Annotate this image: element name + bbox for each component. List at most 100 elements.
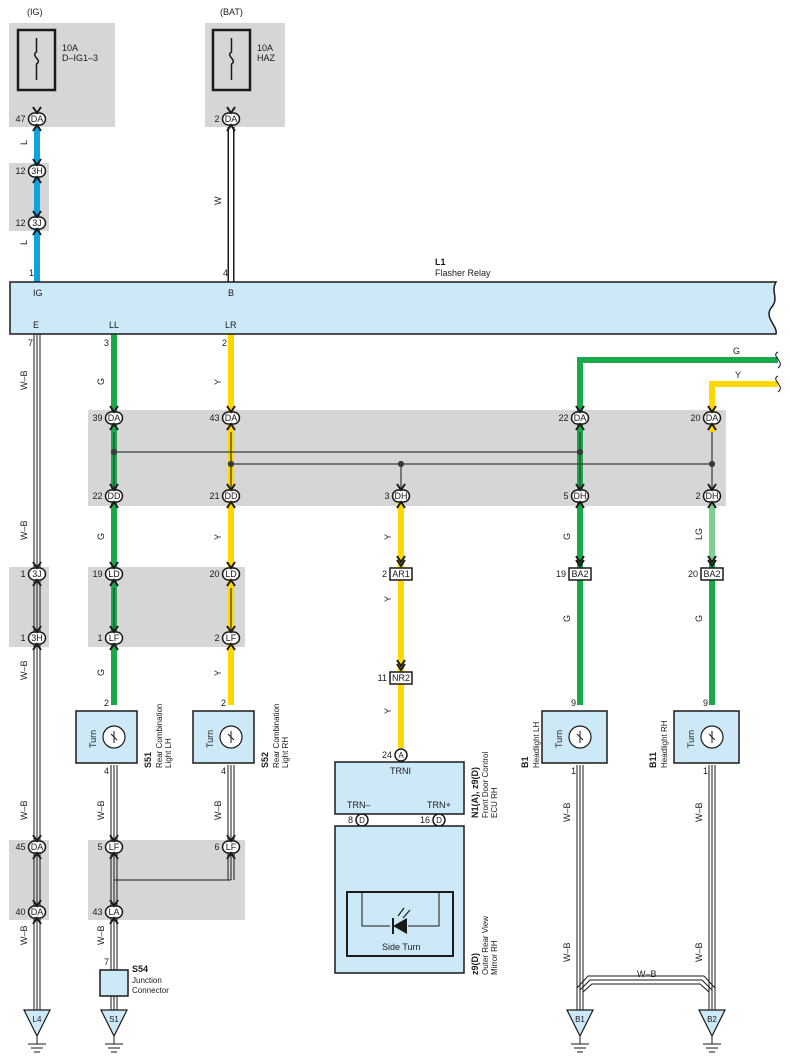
connector-pin: 2 <box>695 491 700 501</box>
connector-code: D <box>359 816 365 825</box>
connector-badge: LA 43 <box>92 899 124 925</box>
connector-code: A <box>398 751 404 760</box>
fuse-source-label: (BAT) <box>220 7 243 17</box>
connector-code: LF <box>109 842 120 852</box>
lamp-pin: 9 <box>571 698 576 708</box>
connector-code: LD <box>225 569 237 579</box>
connector-code: 3H <box>31 633 43 643</box>
wire-color-label: L <box>19 240 29 245</box>
junction-connector: 7 S54 Junction Connector <box>99 957 169 997</box>
connector-badge: D16 <box>420 813 446 827</box>
connector-badge: A24 <box>382 748 408 762</box>
wire-color-label: W–B <box>96 800 106 820</box>
connector-pin: 6 <box>214 842 219 852</box>
connector-pin: 43 <box>92 907 102 917</box>
connector-code: DA <box>108 413 121 423</box>
wire-color-label: G <box>96 669 106 676</box>
lamp-pin: 4 <box>221 766 226 776</box>
connector-pin: 19 <box>556 569 566 579</box>
connector-pin: 20 <box>209 569 219 579</box>
connector-pin: 16 <box>420 815 430 825</box>
ecu-name: Front Door Control <box>481 752 490 818</box>
fuse-rating-label: 10A <box>62 43 78 53</box>
connector-code: LF <box>109 633 120 643</box>
connector-code: DA <box>225 413 238 423</box>
wire-color-label: Y <box>213 534 223 540</box>
lamp-name: Light RH <box>281 737 290 768</box>
flasher-relay: L1 Flasher Relay 1 4 IG B E LL LR 7 3 2 <box>9 257 778 348</box>
ground-label: B1 <box>575 1015 585 1024</box>
ecu-pin-in: TRNI <box>390 766 411 776</box>
connector-badge: LD 20 <box>209 561 241 587</box>
connector-code: DA <box>706 413 719 423</box>
front-door-ecu: TRNI TRN– TRN+ N1(A), z9(D) Front Door C… <box>334 752 499 818</box>
lamp-code: B1 <box>520 756 530 768</box>
lamp-b11: Turn B11 Headlight RH 9 1 <box>648 698 740 776</box>
lamp-pin: 2 <box>221 698 226 708</box>
relay-pin-name: B <box>228 288 234 298</box>
wire-color-label: W–B <box>694 942 704 962</box>
wire-color-label: Y <box>383 596 393 602</box>
wire-color-label: G <box>96 533 106 540</box>
lamp-s51: Turn S51 Rear Combination Light LH 2 4 <box>75 698 173 776</box>
connector-code: DH <box>706 491 719 501</box>
connector-code: LF <box>226 842 237 852</box>
relay-pin-num: 7 <box>28 338 33 348</box>
connector-badge: D8 <box>348 813 369 827</box>
connector-code: BA2 <box>571 569 588 579</box>
wire-color-label: W–B <box>19 370 29 390</box>
fuse-name-label: D–IG1–3 <box>62 53 98 63</box>
outer-mirror: Side Turn z9(D) Outer Rear View Mirror R… <box>334 825 499 975</box>
relay-pin-num: 2 <box>222 338 227 348</box>
wire-color-label: Y <box>383 708 393 714</box>
connector-pin: 2 <box>214 114 219 124</box>
wire-color-label: W–B <box>562 942 572 962</box>
connector-badge: LF 6 <box>214 834 241 860</box>
connector-pin: 21 <box>209 491 219 501</box>
splice-lines <box>36 432 716 905</box>
lamp-name: Headlight LH <box>532 722 541 768</box>
mirror-name: Outer Rear View <box>481 916 490 975</box>
wire-color-label: W <box>213 196 223 205</box>
ecu-name: ECU RH <box>490 787 499 818</box>
connector-code: LF <box>226 633 237 643</box>
connector-pin: 20 <box>688 569 698 579</box>
lamp-name: Rear Combination <box>155 704 164 768</box>
fuse-rating-label: 10A <box>257 43 273 53</box>
wire-color-label: W–B <box>19 800 29 820</box>
wire-color-label: G <box>562 615 572 622</box>
connector-code: 3H <box>31 166 43 176</box>
ground-symbol: L4 <box>23 1009 51 1053</box>
ground-symbol: S1 <box>100 1009 128 1053</box>
lamp-label: Turn <box>205 730 215 748</box>
mirror-code: z9(D) <box>470 953 480 975</box>
relay-pin-name: LR <box>225 320 237 330</box>
relay-pin-num: 3 <box>104 338 109 348</box>
connector-pin: 2 <box>214 633 219 643</box>
connector-code: LA <box>108 907 119 917</box>
connector-pin: 1 <box>20 633 25 643</box>
lamp-b1: Turn B1 Headlight LH 9 1 <box>520 698 608 776</box>
connector-pin: 2 <box>382 569 387 579</box>
wire-color-label: L <box>19 140 29 145</box>
lamp-label: Turn <box>88 730 98 748</box>
wire-color-label: Y <box>383 534 393 540</box>
connector-badge: LF 2 <box>214 625 241 651</box>
connector-badge: LF5 <box>97 834 124 860</box>
lamp-pin: 9 <box>703 698 708 708</box>
connector-pin: 45 <box>15 842 25 852</box>
lamp-name: Headlight RH <box>660 720 669 768</box>
fuse-source-label: (IG) <box>27 7 43 17</box>
mirror-label: Side Turn <box>382 942 421 952</box>
wire-color-label: W–B <box>213 800 223 820</box>
ground-symbol: B1 <box>566 1009 594 1053</box>
